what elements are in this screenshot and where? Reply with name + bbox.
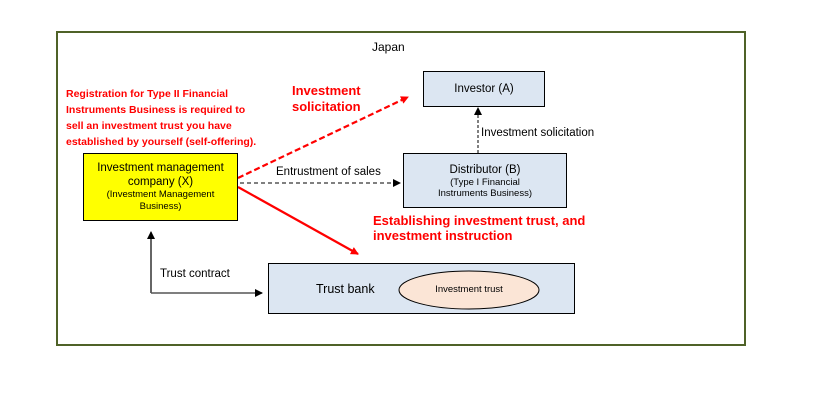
entrustment-label: Entrustment of sales [276, 166, 381, 178]
label-line: investment instruction [373, 228, 513, 243]
distributor-title: Distributor (B) [449, 163, 521, 176]
region-label: Japan [372, 40, 405, 54]
label-line: solicitation [292, 99, 361, 114]
trust-contract-label: Trust contract [160, 268, 230, 280]
manager-title: company (X) [127, 176, 194, 188]
establishing-arrow [237, 186, 359, 255]
manager-title: Investment management [97, 162, 224, 174]
investor-node: Investor (A) [423, 71, 545, 107]
trust-bank-title: Trust bank [316, 281, 375, 296]
japan-frame [56, 31, 746, 346]
investment-trust-node [398, 270, 540, 310]
establishing-label: Establishing investment trust, and inves… [373, 213, 585, 243]
distributor-sub: Instruments Business) [438, 187, 532, 199]
distributor-sub: (Type I Financial [450, 176, 520, 188]
label-line: Establishing investment trust, and [373, 213, 586, 228]
note-line: established by yourself (self-offering). [66, 136, 257, 148]
note-line: Registration for Type II Financial [66, 88, 228, 100]
manager-sub: Business) [139, 201, 182, 212]
solicitation-black-label: Investment solicitation [481, 127, 595, 139]
investment-trust-ellipse [398, 270, 540, 310]
manager-sub: (Investment Management [106, 189, 215, 200]
investment-trust-label: Investment trust [435, 284, 503, 295]
note-line: Instruments Business is required to [66, 104, 246, 116]
investment-solicitation-red-arrow [237, 96, 409, 179]
distributor-node: Distributor (B) (Type I Financial Instru… [403, 153, 567, 208]
note-line: sell an investment trust you have [66, 120, 232, 132]
registration-note: Registration for Type II Financial Instr… [66, 86, 256, 150]
label-line: Investment [292, 83, 361, 98]
investor-title: Investor (A) [454, 83, 514, 95]
investment-management-company-node: Investment management company (X) (Inves… [83, 153, 238, 221]
solicitation-red-label: Investment solicitation [292, 83, 361, 115]
